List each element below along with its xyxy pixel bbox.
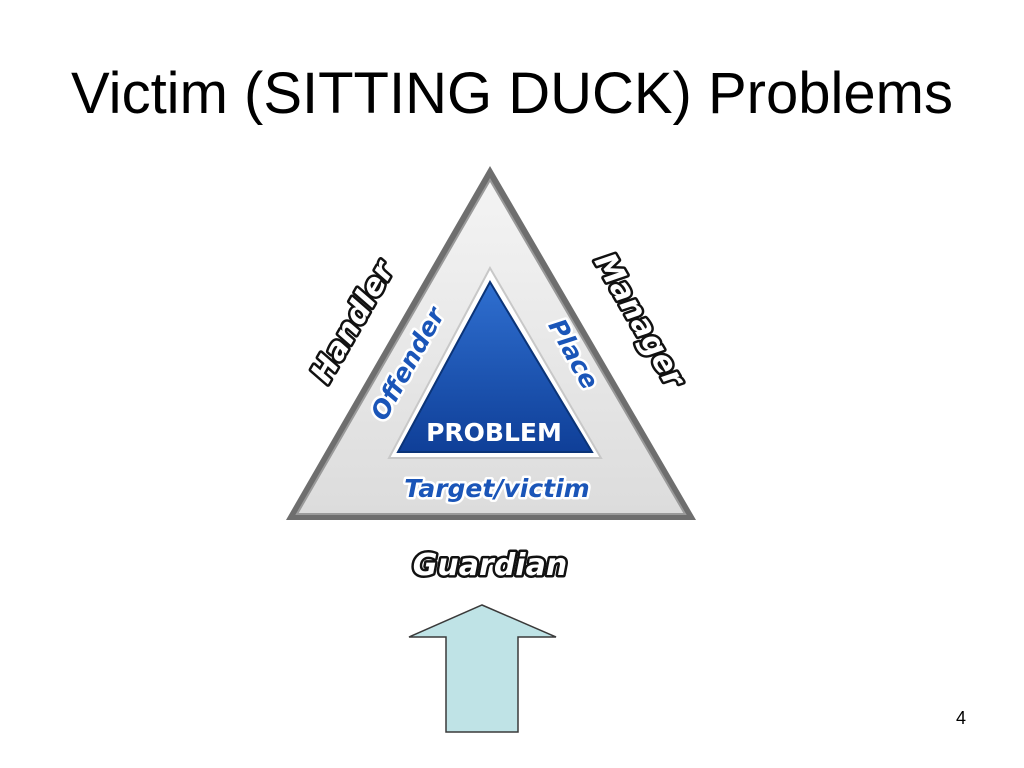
outer-label-guardian: Guardian	[413, 548, 567, 583]
page-number: 4	[955, 708, 966, 728]
inner-label-target-victim: Target/victim	[404, 474, 589, 503]
inner-triangle	[396, 279, 594, 453]
up-arrow-icon	[408, 604, 557, 733]
center-label-problem: PROBLEM	[426, 418, 562, 447]
slide-title: Victim (SITTING DUCK) Problems	[71, 61, 953, 126]
